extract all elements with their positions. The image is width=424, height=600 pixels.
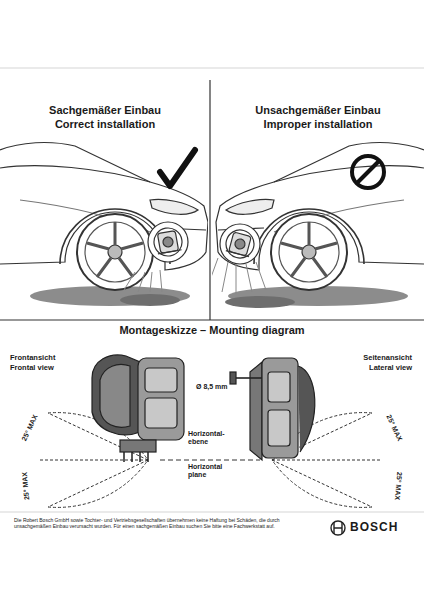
drawing-path [212, 258, 266, 294]
drawing-path [272, 460, 372, 507]
label-text: 25° MAX [393, 472, 403, 501]
drawing-path [298, 366, 315, 452]
drawing-line [357, 161, 379, 183]
drawing-line [160, 460, 260, 461]
drawing-line [0, 68, 424, 69]
label-text: Sachgemäßer Einbau [49, 104, 161, 117]
label-text: Unsachgemäßer Einbau [255, 104, 380, 117]
label-text: Seitenansicht [363, 354, 412, 363]
drawing-rect [120, 440, 156, 452]
drawing-path [236, 377, 262, 379]
drawing-rect [145, 398, 177, 428]
prohibition-sign [352, 156, 384, 188]
drawing-path [124, 270, 162, 292]
horn-front-view [92, 355, 184, 462]
label-text: 25° MAX [21, 472, 31, 501]
drawing-path [92, 355, 140, 435]
label-text: 25° MAX [20, 414, 39, 443]
label-text: 25° MAX [384, 414, 403, 443]
drawing-circle [148, 222, 188, 262]
drawing-use [223, 227, 257, 261]
drawing-line [48, 460, 148, 507]
label-text: Improper installation [264, 118, 373, 131]
drawing-path [124, 452, 148, 462]
check-mark [160, 150, 195, 186]
drawing-circle [331, 521, 345, 535]
drawing-line [272, 460, 372, 507]
drawing-use [0, 143, 208, 290]
car-correct [0, 143, 208, 306]
drawing-path [48, 460, 148, 507]
drawing-rect [268, 410, 290, 446]
horn-side-view [230, 358, 315, 460]
drawing-use [152, 226, 184, 258]
label-text: Correct installation [55, 118, 155, 131]
drawing-line [209, 80, 210, 320]
car-improper [212, 143, 424, 308]
drawing-ellipse [120, 294, 180, 306]
drawing-rect [230, 372, 236, 384]
drawing-line [272, 460, 382, 461]
drawing-line [0, 512, 424, 513]
drawing-rect [145, 368, 177, 392]
label-text: Frontansicht [10, 354, 55, 363]
label-text: Horizontal-ebene [188, 430, 228, 446]
label-text: Ø 8,5 mm [196, 383, 228, 391]
disclaimer-note: Die Robert Bosch GmbH sowie Tochter- und… [14, 518, 314, 530]
drawing-path [100, 365, 130, 428]
label-text: Frontal view [10, 364, 54, 373]
drawing-rect [262, 358, 298, 458]
section-title: Montageskizze – Mounting diagram [119, 324, 304, 337]
bosch-logo [331, 521, 345, 535]
brand-name: BOSCH [350, 521, 398, 535]
drawing-path [250, 362, 262, 460]
drawing-rect [268, 372, 290, 402]
drawing-ellipse [225, 296, 295, 308]
drawing-circle [220, 224, 260, 264]
drawing-path [334, 522, 342, 534]
label-text: Horizontal plane [188, 463, 232, 479]
label-text: Lateral view [369, 364, 412, 373]
drawing-rect [138, 358, 184, 440]
drawing-line [0, 319, 424, 320]
